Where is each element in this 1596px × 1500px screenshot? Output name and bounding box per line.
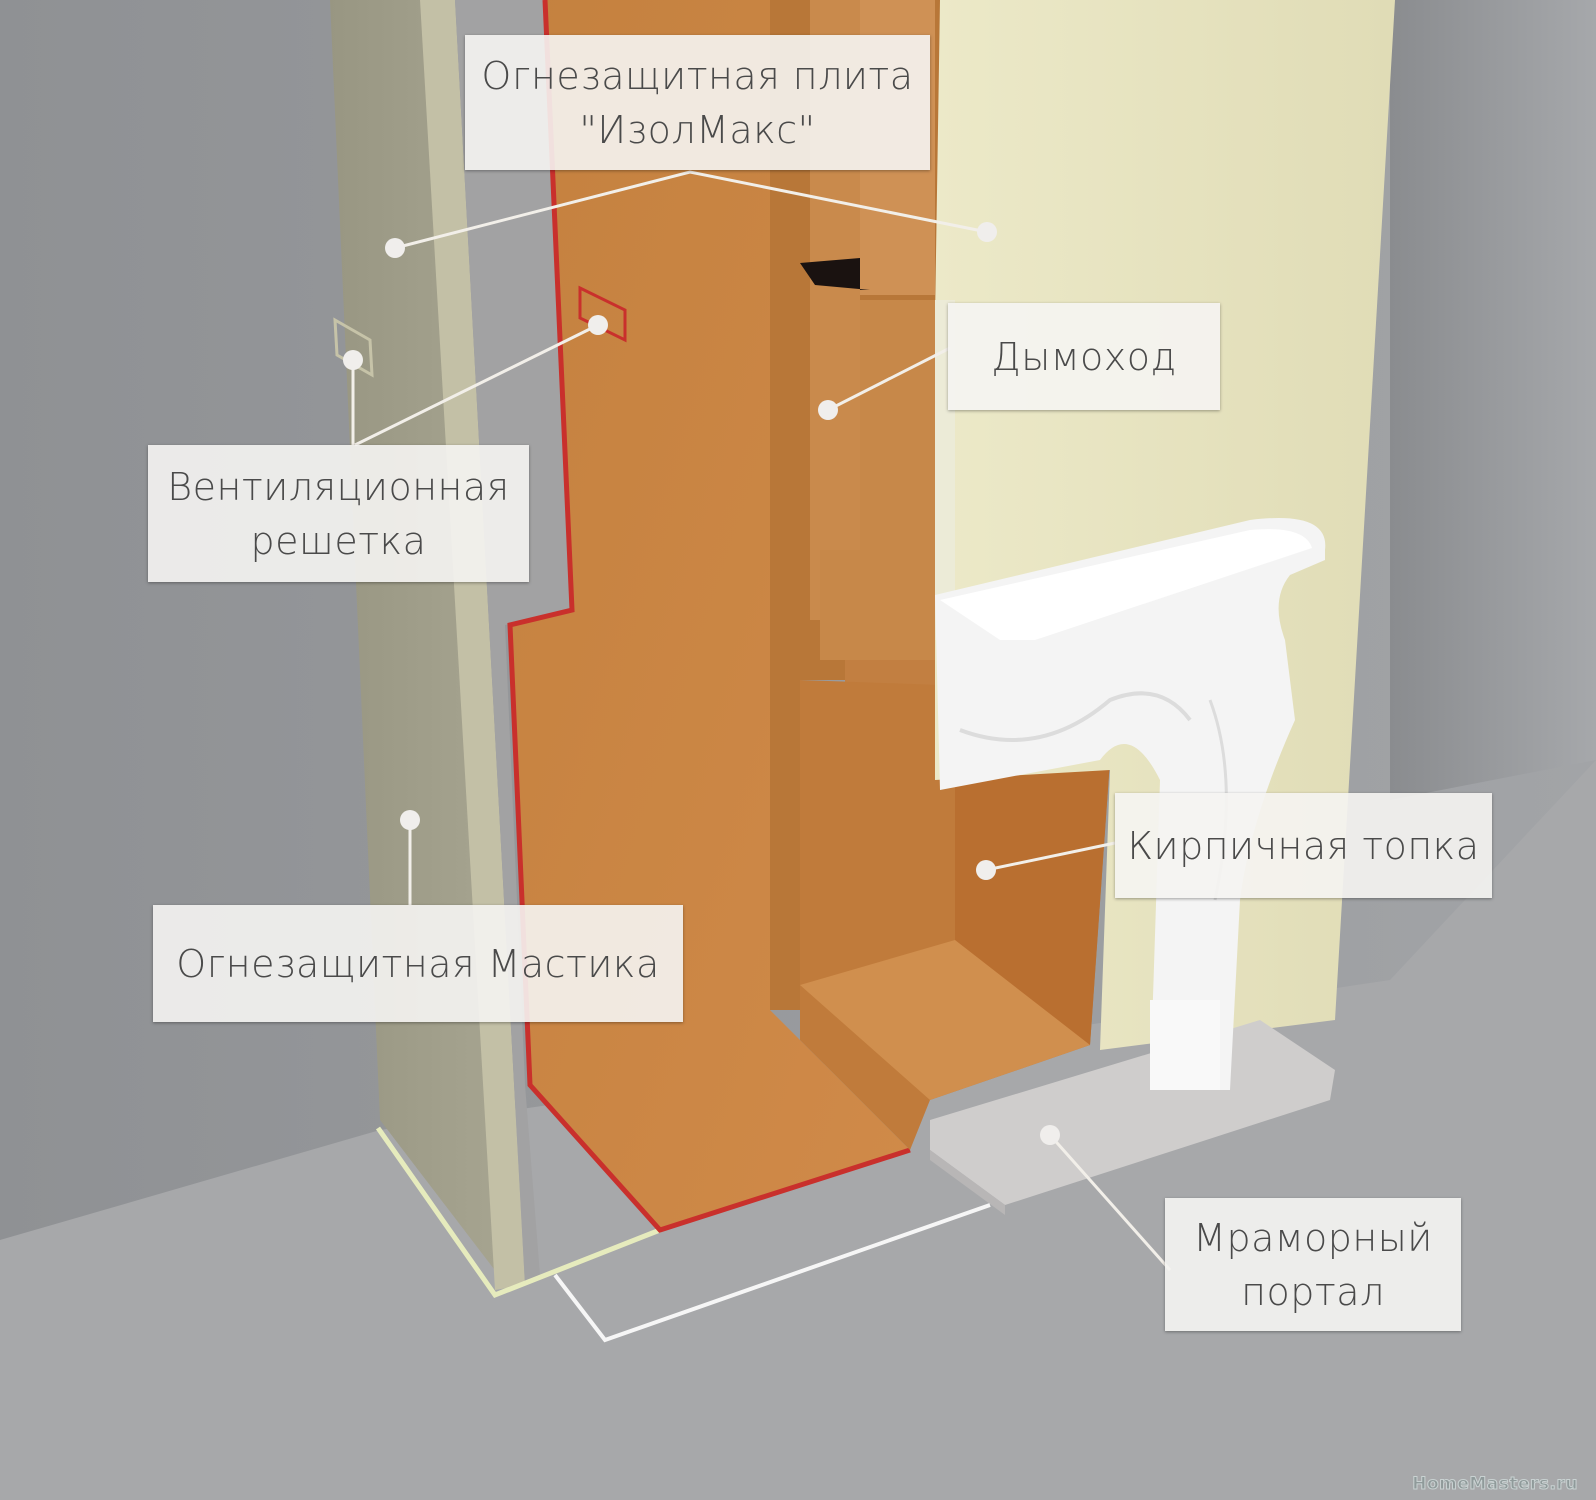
vent-grille-inner (578, 285, 627, 343)
watermark: HomeMasters.ru (1412, 1474, 1578, 1495)
label-fire-mastic-text: Огнезащитная Мастика (176, 941, 660, 986)
label-fire-board-line2: "ИзолМакс" (579, 107, 816, 152)
label-fire-mastic: Огнезащитная Мастика (153, 905, 683, 1022)
dot-cream-panel (977, 222, 997, 242)
dot-vent-outer (343, 350, 363, 370)
mantel-shelf (940, 529, 1312, 640)
right-wall (1390, 0, 1596, 800)
label-marble-portal-line2: портал (1241, 1269, 1385, 1314)
dot-outer-panel (385, 238, 405, 258)
dot-chimney (818, 400, 838, 420)
label-marble-portal-line1: Мраморный (1193, 1215, 1433, 1260)
label-vent-grille: Вентиляционная решетка (148, 445, 529, 582)
dot-mastic (400, 810, 420, 830)
cream-facing-panel (935, 0, 1395, 1050)
label-fire-board-line1: Огнезащитная плита (481, 53, 914, 98)
marble-portal (935, 518, 1326, 1090)
label-chimney-text: Дымоход (991, 334, 1177, 379)
dot-vent-inner (588, 315, 608, 335)
marble-hearth (930, 1020, 1335, 1205)
label-vent-grille-line1: Вентиляционная (167, 464, 510, 509)
chimney-connector (820, 550, 890, 660)
gap-strip (455, 0, 570, 1285)
label-brick-firebox-text: Кирпичная топка (1127, 823, 1480, 868)
callout-lines (351, 170, 1172, 1271)
dot-firebox (976, 860, 996, 880)
chimney-damper-plate (800, 258, 870, 290)
label-fire-board: Огнезащитная плита "ИзолМакс" (465, 35, 930, 170)
callout-dots (343, 222, 1060, 1145)
insulation-red-edge (507, 0, 911, 1233)
label-chimney: Дымоход (948, 303, 1220, 410)
dot-hearth (1040, 1125, 1060, 1145)
portal-plinth (1150, 1000, 1220, 1090)
label-marble-portal: Мраморный портал (1165, 1198, 1461, 1331)
firebox-floor (800, 940, 1090, 1100)
floor-bracket-line (553, 1203, 991, 1343)
label-brick-firebox: Кирпичная топка (1115, 793, 1492, 898)
label-vent-grille-line2: решетка (250, 518, 427, 563)
vent-grille-outer (333, 317, 374, 378)
mastic-edge (375, 1126, 661, 1299)
